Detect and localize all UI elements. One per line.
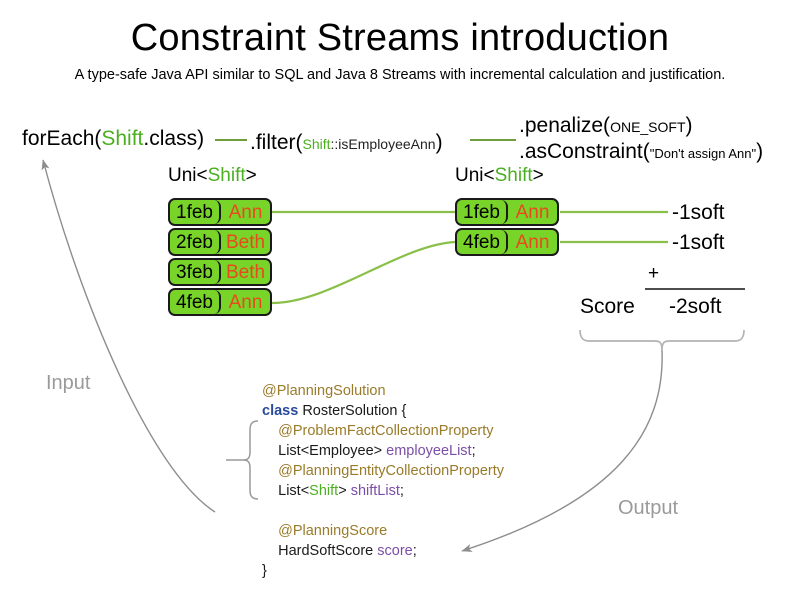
code-line: HardSoftScore score;	[262, 541, 504, 561]
code-token-plain: ;	[471, 443, 476, 459]
uni-left-prefix: Uni<	[168, 165, 208, 186]
output-flow-label: Output	[618, 497, 679, 519]
tuple-employee: Ann	[228, 201, 263, 223]
penalize-prefix: .penalize(	[519, 114, 611, 137]
filter-type: Shift	[302, 136, 331, 152]
code-token-plain: }	[262, 563, 267, 579]
code-token-typ: Shift	[309, 483, 339, 499]
penalize-suffix: )	[685, 114, 693, 137]
pipeline-penalize: .penalize(ONE_SOFT)	[519, 113, 693, 140]
sum-operator: +	[648, 263, 660, 284]
code-token-ann: @PlanningScore	[278, 523, 388, 539]
tuple-employee: Beth	[225, 231, 266, 253]
tuple-date: 1feb	[170, 200, 221, 224]
code-line: class RosterSolution {	[262, 401, 504, 421]
as-constraint-suffix: )	[756, 140, 764, 163]
penalty-value-2: -1soft	[672, 231, 725, 254]
tuple-date: 4feb	[457, 230, 508, 254]
tuple-date: 2feb	[170, 230, 221, 254]
penalize-arg: ONE_SOFT	[610, 119, 686, 135]
code-token-plain: RosterSolution {	[298, 403, 407, 419]
as-constraint-arg: "Don't assign Ann"	[649, 146, 757, 161]
code-fields-brace	[242, 420, 259, 500]
code-token-ann: @ProblemFactCollectionProperty	[278, 423, 494, 439]
page-title: Constraint Streams introduction	[130, 17, 670, 59]
code-token-fld: employeeList	[386, 443, 472, 459]
tuple-date: 4feb	[170, 290, 221, 314]
code-line: @PlanningScore	[262, 521, 504, 541]
tuple-date: 3feb	[170, 260, 221, 284]
code-token-ann: @PlanningSolution	[262, 383, 386, 399]
code-line	[262, 501, 504, 521]
code-token-fld: shiftList	[350, 483, 400, 499]
pipeline-foreach: forEach(Shift.class)	[22, 126, 204, 151]
filter-prefix: .filter(	[250, 131, 303, 154]
shift-tuple-row[interactable]: 1feb Ann	[455, 198, 559, 226]
code-token-plain: HardSoftScore	[278, 543, 378, 559]
uni-left-suffix: >	[245, 165, 257, 186]
code-token-kw: class	[262, 403, 299, 419]
code-token-plain: List<Employee>	[278, 443, 387, 459]
foreach-suffix: .class)	[143, 127, 205, 150]
code-token-fld: score	[377, 543, 413, 559]
code-token-plain: List<	[278, 483, 310, 499]
code-token-plain: >	[338, 483, 351, 499]
shift-tuple-row[interactable]: 4feb Ann	[455, 228, 559, 256]
code-line: @PlanningSolution	[262, 381, 504, 401]
code-token-plain: ;	[399, 483, 404, 499]
sum-rule-line	[645, 288, 745, 290]
code-line: }	[262, 561, 504, 581]
penalty-value-1: -1soft	[672, 201, 725, 224]
tuple-connector-curve	[271, 240, 456, 305]
as-constraint-prefix: .asConstraint(	[519, 140, 650, 163]
shift-tuple-row[interactable]: 4feb Ann	[168, 288, 272, 316]
code-token-ann: @PlanningEntityCollectionProperty	[278, 463, 505, 479]
foreach-type: Shift	[101, 127, 144, 150]
score-label: Score	[580, 295, 635, 318]
pipeline-filter: .filter(Shift::isEmployeeAnn)	[250, 130, 443, 157]
uni-right-suffix: >	[532, 165, 544, 186]
code-line: List<Employee> employeeList;	[262, 441, 504, 461]
shift-tuple-row[interactable]: 1feb Ann	[168, 198, 272, 226]
uni-label-left: Uni<Shift>	[168, 164, 257, 187]
tuple-employee: Ann	[515, 201, 550, 223]
uni-right-prefix: Uni<	[455, 165, 495, 186]
filter-suffix: )	[435, 131, 443, 154]
score-total-value: -2soft	[669, 295, 722, 318]
page-subtitle: A type-safe Java API similar to SQL and …	[74, 67, 726, 83]
pipeline-as-constraint: .asConstraint("Don't assign Ann")	[519, 139, 763, 166]
uni-left-type: Shift	[207, 165, 246, 186]
filter-method: ::isEmployeeAnn	[330, 136, 436, 152]
tuple-date: 1feb	[457, 200, 508, 224]
score-brace	[579, 329, 745, 351]
tuple-employee: Ann	[228, 291, 263, 313]
tuple-employee: Ann	[515, 231, 550, 253]
uni-label-right: Uni<Shift>	[455, 164, 544, 187]
input-flow-label: Input	[46, 372, 91, 394]
code-token-plain: ;	[412, 543, 417, 559]
code-line: List<Shift> shiftList;	[262, 481, 504, 501]
foreach-prefix: forEach(	[22, 127, 102, 150]
uni-right-type: Shift	[494, 165, 533, 186]
tuple-employee: Beth	[225, 261, 266, 283]
code-line: @ProblemFactCollectionProperty	[262, 421, 504, 441]
code-line: @PlanningEntityCollectionProperty	[262, 461, 504, 481]
